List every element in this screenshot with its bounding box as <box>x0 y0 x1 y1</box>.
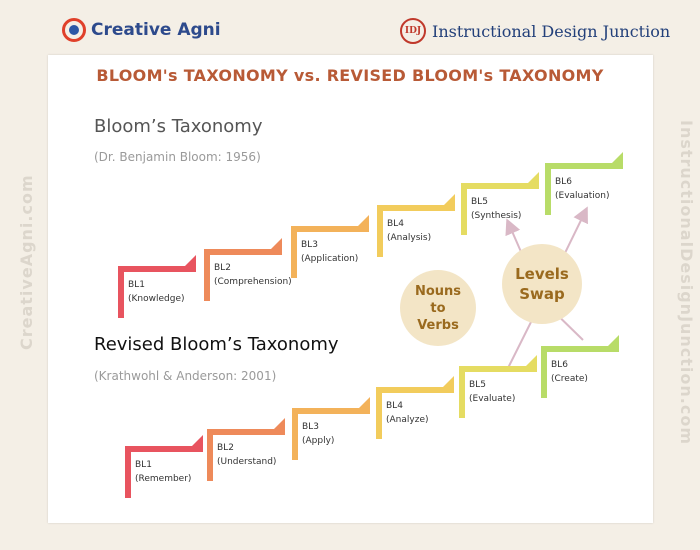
step-label: (Understand) <box>217 457 277 467</box>
revised-taxonomy-heading: Revised Bloom’s Taxonomy <box>94 334 339 355</box>
step-code: BL1 <box>135 460 152 470</box>
step-label: (Analysis) <box>387 233 432 243</box>
step-corner <box>444 194 455 205</box>
step-label: (Comprehension) <box>214 277 292 287</box>
revised-step-bl1: BL1 (Remember) <box>125 435 203 498</box>
step-code: BL6 <box>551 360 568 370</box>
step-box <box>292 408 370 460</box>
step-label: (Knowledge) <box>128 294 185 304</box>
original-step-bl3: BL3 (Application) <box>291 215 369 278</box>
revised-step-bl5: BL5 (Evaluate) <box>459 355 537 418</box>
step-box <box>377 205 455 257</box>
step-box <box>541 346 619 398</box>
step-corner <box>612 152 623 163</box>
step-code: BL3 <box>301 240 318 250</box>
original-taxonomy-heading: Bloom’s Taxonomy <box>94 116 263 137</box>
idj-logo-icon: IDJ <box>400 18 426 44</box>
step-label: (Remember) <box>135 474 192 484</box>
step-label: (Application) <box>301 254 359 264</box>
step-code: BL5 <box>471 197 488 207</box>
nouns-to-verbs-callout: Nouns to Verbs <box>400 270 476 346</box>
original-step-bl6: BL6 (Evaluation) <box>545 152 623 215</box>
callout-word: Verbs <box>417 317 459 333</box>
original-taxonomy-source: (Dr. Benjamin Bloom: 1956) <box>94 150 261 164</box>
step-box <box>545 163 623 215</box>
step-code: BL2 <box>217 443 234 453</box>
step-label: (Evaluate) <box>469 394 516 404</box>
original-step-bl5: BL5 (Synthesis) <box>461 172 539 235</box>
creative-agni-logo-icon <box>62 18 86 42</box>
diagram-title: BLOOM's TAXONOMY vs. REVISED BLOOM's TAX… <box>96 66 604 85</box>
revised-step-bl4: BL4 (Analyze) <box>376 376 454 439</box>
original-step-bl1: BL1 (Knowledge) <box>118 255 196 318</box>
original-step-bl2: BL2 (Comprehension) <box>204 238 292 301</box>
step-label: (Synthesis) <box>471 211 522 221</box>
step-code: BL2 <box>214 263 231 273</box>
revised-step-bl3: BL3 (Apply) <box>292 397 370 460</box>
step-label: (Apply) <box>302 436 335 446</box>
step-corner <box>443 376 454 387</box>
step-corner <box>192 435 203 446</box>
step-corner <box>526 355 537 366</box>
step-corner <box>358 215 369 226</box>
levels-swap-callout: Levels Swap <box>502 244 582 324</box>
step-code: BL4 <box>387 219 404 229</box>
step-code: BL1 <box>128 280 145 290</box>
step-code: BL6 <box>555 177 572 187</box>
creative-agni-logo-text: Creative Agni <box>91 20 221 40</box>
step-corner <box>359 397 370 408</box>
step-corner <box>274 418 285 429</box>
step-box <box>125 446 203 498</box>
revised-step-bl6: BL6 (Create) <box>541 335 619 398</box>
step-box <box>461 183 539 235</box>
step-code: BL4 <box>386 401 403 411</box>
step-box <box>376 387 454 439</box>
creative-agni-logo: Creative Agni <box>62 18 221 42</box>
step-box <box>118 266 196 318</box>
step-label: (Analyze) <box>386 415 429 425</box>
revised-step-bl2: BL2 (Understand) <box>207 418 285 481</box>
idj-logo: IDJ Instructional Design Junction <box>400 18 670 44</box>
step-corner <box>185 255 196 266</box>
idj-logo-text: Instructional Design Junction <box>432 21 671 41</box>
callout-word: Swap <box>519 285 565 303</box>
step-corner <box>608 335 619 346</box>
step-label: (Create) <box>551 374 588 384</box>
step-code: BL3 <box>302 422 319 432</box>
step-box <box>291 226 369 278</box>
step-code: BL5 <box>469 380 486 390</box>
step-box <box>204 249 282 301</box>
callout-word: Nouns <box>414 283 462 299</box>
original-step-bl4: BL4 (Analysis) <box>377 194 455 257</box>
callout-word: to <box>430 300 446 316</box>
step-corner <box>271 238 282 249</box>
revised-taxonomy-source: (Krathwohl & Anderson: 2001) <box>94 369 277 383</box>
callout-word: Levels <box>515 265 569 283</box>
step-box <box>207 429 285 481</box>
step-label: (Evaluation) <box>555 191 610 201</box>
step-box <box>459 366 537 418</box>
step-corner <box>528 172 539 183</box>
